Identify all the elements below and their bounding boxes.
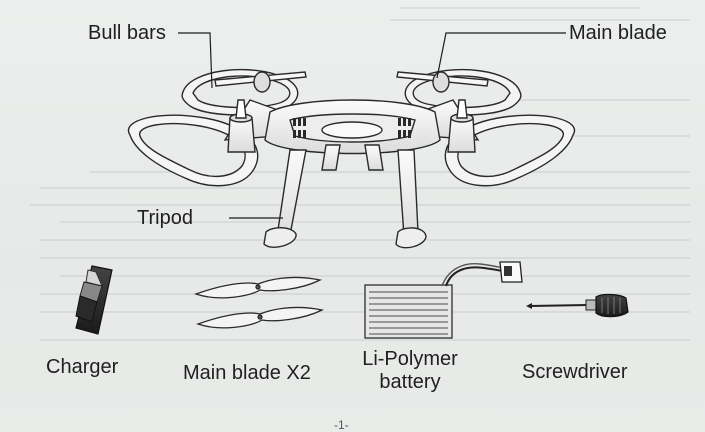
main-blades-drawing bbox=[193, 276, 324, 329]
label-battery-line1: Li-Polymer bbox=[362, 348, 458, 370]
label-charger: Charger bbox=[46, 356, 119, 378]
main-blade-back bbox=[214, 71, 489, 93]
label-tripod: Tripod bbox=[137, 207, 193, 229]
label-bull-bars: Bull bars bbox=[88, 22, 166, 44]
leader-main-blade bbox=[436, 32, 566, 79]
label-battery: Li-Polymer battery bbox=[355, 348, 465, 394]
bull-bar-front-left bbox=[127, 114, 259, 187]
leader-bull-bars bbox=[178, 32, 213, 89]
bull-bar-front-right bbox=[444, 114, 576, 187]
motor-front-left bbox=[227, 99, 256, 153]
screwdriver-drawing bbox=[526, 293, 629, 318]
label-main-blade-x2: Main blade X2 bbox=[183, 362, 311, 384]
tripod-landing-gear bbox=[263, 144, 427, 249]
label-screwdriver: Screwdriver bbox=[522, 361, 628, 383]
motor-front-right bbox=[447, 99, 476, 153]
page-number: -1- bbox=[334, 418, 349, 432]
label-main-blade: Main blade bbox=[569, 22, 667, 44]
charger-drawing bbox=[75, 265, 113, 335]
label-battery-line2: battery bbox=[379, 371, 441, 393]
quadcopter-drawing bbox=[127, 68, 576, 249]
battery-drawing bbox=[364, 261, 523, 339]
